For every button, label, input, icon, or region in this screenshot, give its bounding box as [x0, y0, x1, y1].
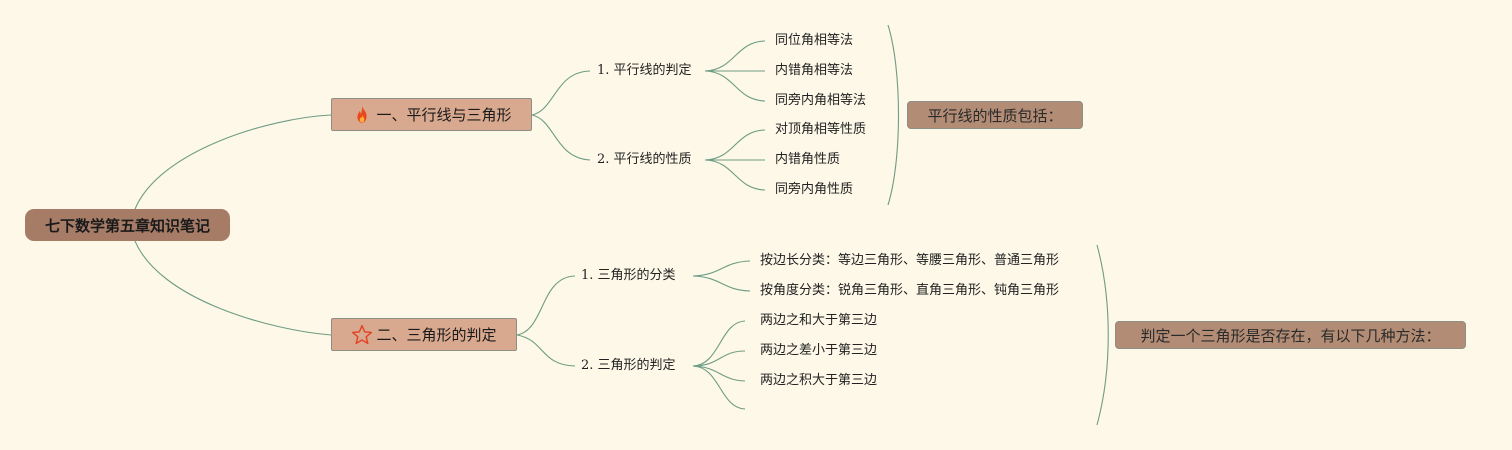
connector-sub22-leaf3 [692, 365, 746, 382]
connector-root-branch1 [134, 114, 332, 210]
connector-sub12-leaf1 [704, 129, 766, 161]
subtopic-1-2[interactable]: 2. 平行线的性质 [597, 152, 692, 167]
summary-brace-1 [887, 24, 900, 206]
summary-topic-1[interactable]: 平行线的性质包括： [907, 101, 1083, 129]
subtopic-1-1[interactable]: 1. 平行线的判定 [597, 63, 692, 78]
leaf-1-1-3[interactable]: 同旁内角相等法 [775, 93, 867, 108]
connector-sub11-leaf3 [704, 70, 766, 102]
leaf-2-2-2[interactable]: 两边之差小于第三边 [760, 343, 878, 358]
branch-topic-1-label: 一、平行线与三角形 [376, 106, 512, 124]
connector-root-branch2 [134, 240, 332, 336]
leaf-1-1-2[interactable]: 内错角相等法 [775, 63, 854, 78]
root-topic-label: 七下数学第五章知识笔记 [44, 216, 210, 235]
summary-topic-2-label: 判定一个三角形是否存在，有以下几种方法： [1140, 326, 1441, 345]
connector-sub22-leaf1 [692, 320, 746, 367]
subtopic-2-2[interactable]: 2. 三角形的判定 [581, 358, 676, 373]
connector-branch2-sub2 [516, 334, 576, 367]
leaf-1-1-1[interactable]: 同位角相等法 [775, 33, 854, 48]
root-topic[interactable]: 七下数学第五章知识笔记 [25, 209, 230, 241]
connector-sub21-leaf2 [692, 275, 751, 292]
leaf-2-2-1[interactable]: 两边之和大于第三边 [760, 313, 878, 328]
leaf-1-2-1[interactable]: 对顶角相等性质 [775, 122, 867, 137]
branch-topic-1[interactable]: 一、平行线与三角形 [331, 98, 532, 131]
connector-sub22-leaf2 [692, 350, 746, 367]
summary-topic-2[interactable]: 判定一个三角形是否存在，有以下几种方法： [1115, 321, 1466, 349]
connector-branch1-sub1 [531, 70, 591, 116]
leaf-1-2-3[interactable]: 同旁内角性质 [775, 182, 854, 197]
branch-topic-2-label: 二、三角形的判定 [376, 326, 497, 344]
connector-branch1-sub2 [531, 114, 591, 161]
subtopic-2-1[interactable]: 1. 三角形的分类 [581, 268, 676, 283]
connector-sub11-leaf1 [704, 40, 766, 72]
connector-sub12-leaf3 [704, 159, 766, 191]
leaf-2-1-1[interactable]: 按边长分类：等边三角形、等腰三角形、普通三角形 [760, 253, 1060, 268]
connector-branch2-sub1 [516, 275, 576, 336]
connector-sub22-leaf4 [692, 365, 746, 410]
leaf-2-1-2[interactable]: 按角度分类：锐角三角形、直角三角形、钝角三角形 [760, 283, 1060, 298]
summary-brace-2 [1096, 244, 1109, 426]
connector-sub21-leaf1 [692, 260, 751, 277]
fire-icon [357, 105, 368, 123]
star-icon [352, 324, 373, 344]
leaf-1-2-2[interactable]: 内错角性质 [775, 152, 841, 167]
summary-topic-1-label: 平行线的性质包括： [927, 106, 1063, 125]
branch-topic-2[interactable]: 二、三角形的判定 [331, 318, 517, 351]
leaf-2-2-3[interactable]: 两边之积大于第三边 [760, 373, 878, 388]
